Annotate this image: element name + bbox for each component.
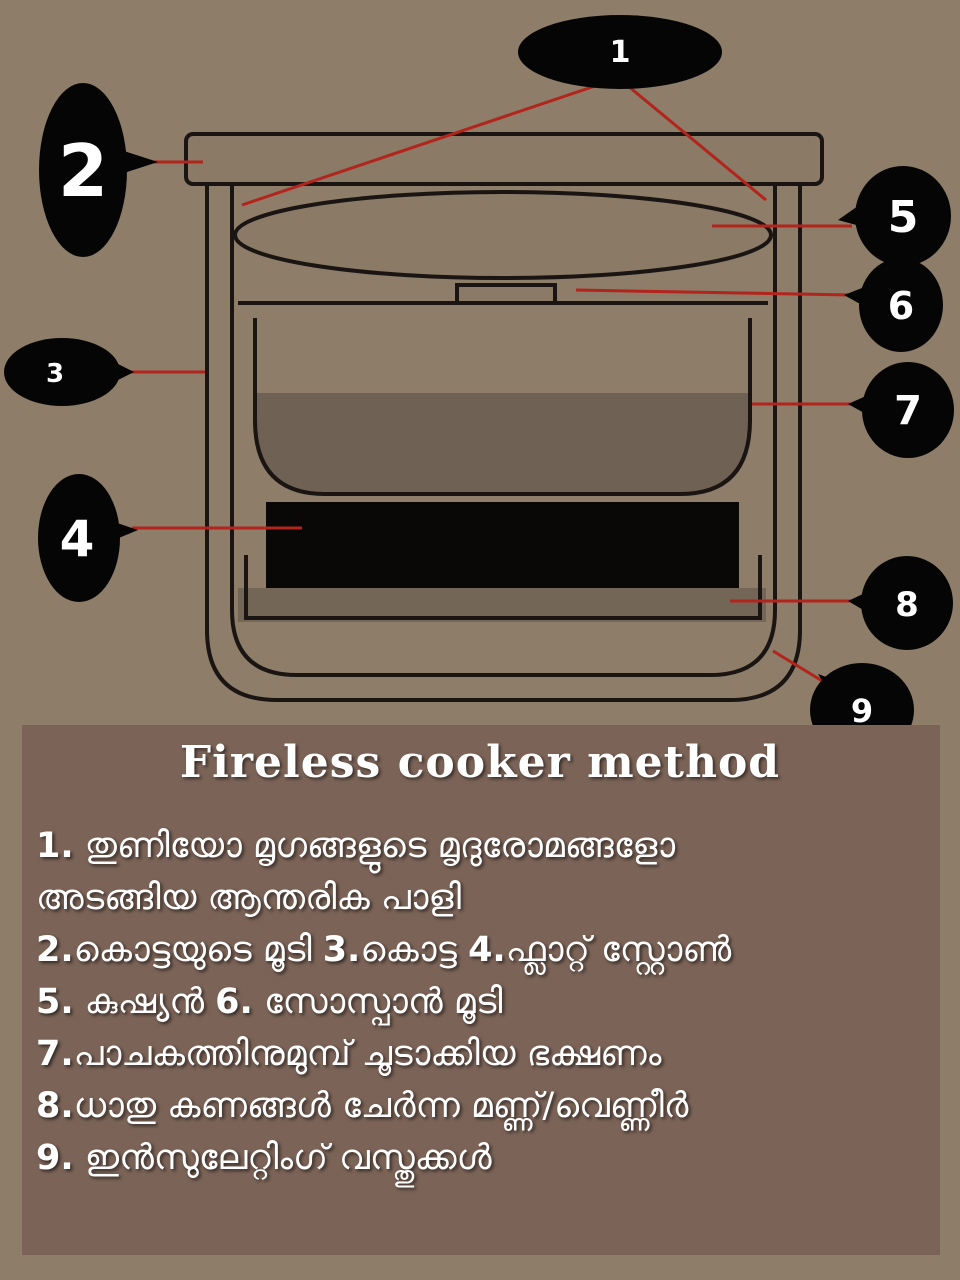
legend-item-number: 5. (36, 982, 74, 1022)
page-title: Fireless cooker method (179, 737, 781, 788)
callout-3-number: 3 (46, 359, 64, 389)
legend-line: 9. ഇൻസുലേറ്റിംഗ് വസ്തുക്കൾ (36, 1132, 936, 1184)
legend-item-number: 2. (36, 930, 74, 970)
callout-8-number: 8 (895, 585, 919, 625)
legend-line: 8.ധാതു കണങ്ങൾ ചേർന്ന മണ്ണ്/വെണ്ണീർ (36, 1080, 936, 1132)
legend-item-text: കൊട്ടയുടെ മൂടി (73, 930, 323, 970)
basket-inner-wall (230, 183, 777, 677)
legend-item-number: 1. (36, 826, 74, 866)
callout-7: 7 (848, 362, 954, 458)
callout-3: 3 (4, 338, 134, 406)
legend-line: അടങ്ങിയ ആന്തരിക പാളി (36, 872, 936, 924)
callout-5: 5 (838, 166, 951, 266)
flat-stone (266, 502, 739, 588)
callout-4-number: 4 (60, 510, 95, 568)
saucepan-lid-knob (455, 283, 557, 305)
leader-line-1a (241, 84, 596, 207)
leader-lines (125, 84, 856, 684)
legend-item-number: 3. (322, 930, 361, 970)
callout-2: 2 (39, 83, 158, 257)
legend-item-text: സോസ്പാൻ മൂടി (252, 982, 503, 1022)
legend-item-text: കൊട്ട (360, 930, 469, 970)
legend-line: 5. കുഷ്യൻ 6. സോസ്പാൻ മൂടി (36, 976, 936, 1028)
callout-6-number: 6 (888, 284, 914, 328)
callout-4: 4 (38, 474, 138, 602)
callout-5-number: 5 (888, 192, 919, 243)
callout-6: 6 (844, 258, 943, 352)
legend-item-number: 8. (36, 1086, 74, 1126)
cooker-illustration (184, 132, 824, 702)
legend-item-text: തുണിയോ മൃഗങ്ങളുടെ മൃദുരോമങ്ങളോ (73, 826, 676, 866)
legend-item-text: അടങ്ങിയ ആന്തരിക പാളി (36, 878, 462, 918)
callout-7-number: 7 (894, 388, 922, 434)
callout-2-number: 2 (58, 129, 108, 213)
preheated-food (255, 393, 750, 494)
callout-9-number: 9 (851, 692, 873, 725)
callout-1-number: 1 (610, 35, 631, 70)
legend-panel (22, 725, 940, 1255)
fireless-cooker-diagram: 1 2 3 4 5 6 7 (4, 15, 954, 725)
legend-list: 1. തുണിയോ മൃഗങ്ങളുടെ മൃദുരോമങ്ങളോ അടങ്ങിയ… (36, 820, 936, 1184)
legend-line: 1. തുണിയോ മൃഗങ്ങളുടെ മൃദുരോമങ്ങളോ (36, 820, 936, 872)
saucepan (253, 318, 752, 496)
callout-8: 8 (848, 556, 953, 650)
callout-1: 1 (518, 15, 722, 89)
legend-item-text: ധാതു കണങ്ങൾ ചേർന്ന മണ്ണ്/വെണ്ണീർ (73, 1086, 689, 1126)
legend-item-text: കുഷ്യൻ (73, 982, 216, 1022)
leader-line-9 (772, 649, 825, 684)
cushion (233, 190, 773, 280)
legend-item-number: 9. (36, 1138, 74, 1178)
legend-line: 2.കൊട്ടയുടെ മൂടി 3.കൊട്ട 4.ഫ്ലാറ്റ് സ്റ്… (36, 924, 936, 976)
leader-line-1b (627, 84, 767, 202)
basket-outer-wall (205, 183, 802, 702)
leader-line-6 (575, 288, 853, 297)
legend-item-text: ഇൻസുലേറ്റിംഗ് വസ്തുക്കൾ (73, 1138, 492, 1178)
legend-item-number: 4. (468, 930, 506, 970)
legend-item-text: ഫ്ലാറ്റ് സ്റ്റോൺ (505, 930, 732, 970)
legend-item-number: 7. (36, 1034, 74, 1074)
legend-item-number: 6. (215, 982, 253, 1022)
legend-item-text: പാചകത്തിനുമുമ്പ് ചൂടാക്കിയ ഭക്ഷണം (73, 1034, 662, 1074)
basket-lid (184, 132, 824, 186)
clay-ash-tray (244, 555, 762, 620)
callout-bubbles: 1 2 3 4 5 6 7 (4, 15, 954, 725)
legend-line: 7.പാചകത്തിനുമുമ്പ് ചൂടാക്കിയ ഭക്ഷണം (36, 1028, 936, 1080)
callout-9: 9 (810, 663, 914, 725)
